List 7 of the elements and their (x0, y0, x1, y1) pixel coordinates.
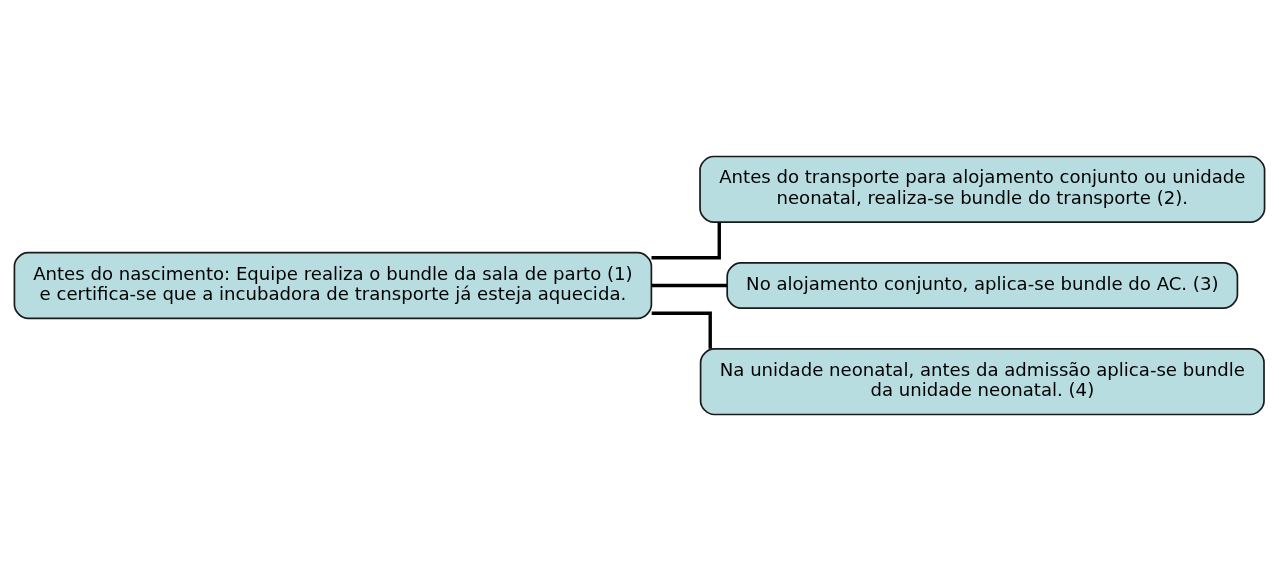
connector (651, 221, 721, 259)
connector (651, 283, 728, 287)
node-box: Antes do nascimento: Equipe realiza o bundle da sala de parto (1) e certifica-se que a incubadora de transporte já esteja aquecida. (13, 251, 653, 319)
node-box: Antes do transporte para alojamento conjunto ou unidade neonatal, realiza-se bundle do transporte (2). (699, 155, 1266, 223)
node-box: No alojamento conjunto, aplica-se bundle do AC. (3) (726, 261, 1239, 309)
node-box: Na unidade neonatal, antes da admissão aplica-se bundle da unidade neonatal. (4) (699, 347, 1265, 415)
connector (651, 311, 712, 349)
